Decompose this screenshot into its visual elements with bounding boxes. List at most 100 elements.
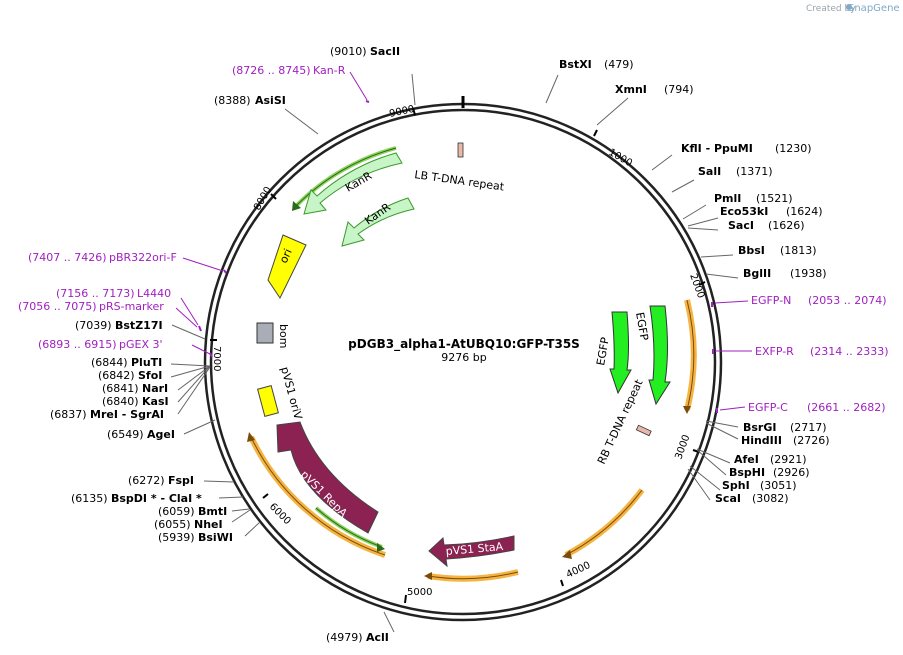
rb-repeat-label: RB T-DNA repeat xyxy=(595,377,646,466)
lb-repeat-box xyxy=(457,142,464,158)
enzyme-hindiii-name: HindIII xyxy=(741,434,782,447)
enzyme-acli-name: AclI xyxy=(366,631,389,644)
primer-prs-name: pRS-marker xyxy=(99,300,164,313)
orange-arc-left-core xyxy=(250,436,386,556)
enzyme-pmli-pos: (1521) xyxy=(756,192,793,205)
lb-repeat-label: LB T-DNA repeat xyxy=(414,168,506,194)
enzyme-sphi-pos: (3051) xyxy=(760,479,797,492)
enzyme-bsrgi-name: BsrGI xyxy=(743,421,776,434)
bom-label: bom xyxy=(277,324,290,348)
orange-arc-lower-right-head xyxy=(562,550,572,559)
enzyme-mrei-sgrai-pos: (6837) xyxy=(50,408,87,421)
enzyme-bbsi-pos: (1813) xyxy=(780,244,817,257)
enzyme-kasi-name: KasI xyxy=(142,395,169,408)
enzyme-afei-pos: (2921) xyxy=(770,453,807,466)
primer-kanr-range: (8726 .. 8745) xyxy=(232,64,311,77)
enzyme-bstz17i-pos: (7039) xyxy=(75,319,112,332)
bom-box xyxy=(256,322,274,344)
enzyme-sali-pos: (1371) xyxy=(736,165,773,178)
kanr-label-2: KanR xyxy=(362,200,393,227)
orange-arc-bottom-core xyxy=(427,571,519,580)
enzyme-acli-pos: (4979) xyxy=(326,631,363,644)
enzyme-bsiwi-pos: (5939) xyxy=(158,531,195,544)
tick-label-3000: 3000 xyxy=(673,433,692,461)
enzyme-scai-pos: (3082) xyxy=(752,492,789,505)
enzyme-bspdi-clai-name: BspDI * - ClaI * xyxy=(111,492,202,505)
primer-l4440-name: L4440 xyxy=(137,287,171,300)
enzyme-sfoi-name: SfoI xyxy=(138,369,162,382)
primer-prs-range: (7056 .. 7075) xyxy=(18,300,97,313)
tick-label-4000: 4000 xyxy=(565,560,593,581)
enzyme-kfli-ppumi-pos: (1230) xyxy=(775,142,812,155)
enzyme-bglii-name: BglII xyxy=(743,267,771,280)
snapgene-logo-icon xyxy=(846,4,852,10)
pvs1-arc-green-head xyxy=(377,543,385,552)
enzyme-pluti-pos: (6844) xyxy=(91,356,128,369)
primer-tick-pbr322 xyxy=(223,269,227,274)
enzyme-bstz17i-name: BstZ17I xyxy=(115,319,163,332)
backbone-inner xyxy=(209,108,717,616)
enzyme-bsrgi-pos: (2717) xyxy=(790,421,827,434)
enzyme-mrei-sgrai-name: MreI - SgrAI xyxy=(90,408,164,421)
enzyme-bmti-name: BmtI xyxy=(198,505,227,518)
enzyme-bmti-pos: (6059) xyxy=(158,505,195,518)
orange-arc-left-head xyxy=(247,432,255,442)
enzyme-pmli-name: PmlI xyxy=(714,192,741,205)
enzyme-bglii-pos: (1938) xyxy=(790,267,827,280)
credit-brand: SnapGene xyxy=(848,3,900,14)
enzyme-kasi-pos: (6840) xyxy=(102,395,139,408)
enzyme-leaders xyxy=(170,73,739,633)
tick-label-7000: 7000 xyxy=(211,346,222,371)
primer-l4440-range: (7156 .. 7173) xyxy=(56,287,135,300)
enzyme-eco53ki-name: Eco53kI xyxy=(720,205,768,218)
enzyme-xmni-name: XmnI xyxy=(615,83,647,96)
enzyme-bsphi-pos: (2926) xyxy=(773,466,810,479)
orange-arc-lower-right xyxy=(564,488,645,558)
primer-exfpr-name: EXFP-R xyxy=(755,345,794,358)
enzyme-asisi-pos: (8388) xyxy=(214,94,251,107)
enzyme-bstxi-name: BstXI xyxy=(559,58,592,71)
enzyme-kfli-ppumi-name: KflI - PpuMI xyxy=(681,142,753,155)
enzyme-saci-name: SacI xyxy=(728,219,754,232)
enzyme-sacii-name: SacII xyxy=(370,45,400,58)
enzyme-bsiwi-name: BsiWI xyxy=(198,531,233,544)
enzyme-nari-name: NarI xyxy=(142,382,168,395)
kanr-arc-top-head xyxy=(292,201,301,211)
enzyme-bspdi-clai-pos: (6135) xyxy=(71,492,108,505)
primer-pgex-range: (6893 .. 6915) xyxy=(38,338,117,351)
plasmid-size: 9276 bp xyxy=(441,351,486,364)
pvs1-repa-arrow xyxy=(276,421,379,534)
orange-arc-right-core xyxy=(686,299,695,411)
rb-repeat-box xyxy=(635,424,652,437)
primer-tick-pgex xyxy=(209,352,213,358)
tick-5000 xyxy=(404,594,407,604)
enzyme-eco53ki-pos: (1624) xyxy=(786,205,823,218)
enzyme-sali-name: SalI xyxy=(698,165,721,178)
egfp-label-1: EGFP xyxy=(594,336,612,367)
enzyme-nhei-pos: (6055) xyxy=(154,518,191,531)
kanr-arrow-2 xyxy=(341,197,415,247)
enzyme-fspi-pos: (6272) xyxy=(128,474,165,487)
primer-egfpc-range: (2661 .. 2682) xyxy=(807,401,886,414)
pvs1-arc-green-core xyxy=(315,507,383,548)
enzyme-sphi-name: SphI xyxy=(722,479,750,492)
plasmid-name: pDGB3_alpha1-AtUBQ10:GFP-T35S xyxy=(348,337,580,352)
egfp-arrow-1 xyxy=(609,311,632,395)
enzyme-bstxi-pos: (479) xyxy=(604,58,634,71)
pvs1-staa-arrow xyxy=(428,535,515,568)
credit-prefix: Created by xyxy=(806,4,856,14)
primer-pbr322-range: (7407 .. 7426) xyxy=(28,251,107,264)
tick-1000 xyxy=(593,129,598,137)
orange-arc-bottom-head xyxy=(424,572,432,580)
primer-leaders xyxy=(175,71,752,411)
egfp-label-2: EGFP xyxy=(633,311,651,342)
kanr-arc-top-core xyxy=(296,147,397,206)
enzyme-hindiii-pos: (2726) xyxy=(793,434,830,447)
pvs1-oriv-box xyxy=(257,385,279,417)
primer-pgex-name: pGEX 3' xyxy=(119,338,163,351)
enzyme-bbsi-name: BbsI xyxy=(738,244,765,257)
tick-6000 xyxy=(262,493,269,499)
pvs1-oriv-label: pVS1 oriV xyxy=(278,365,305,421)
primer-egfpc-name: EGFP-C xyxy=(748,401,788,414)
